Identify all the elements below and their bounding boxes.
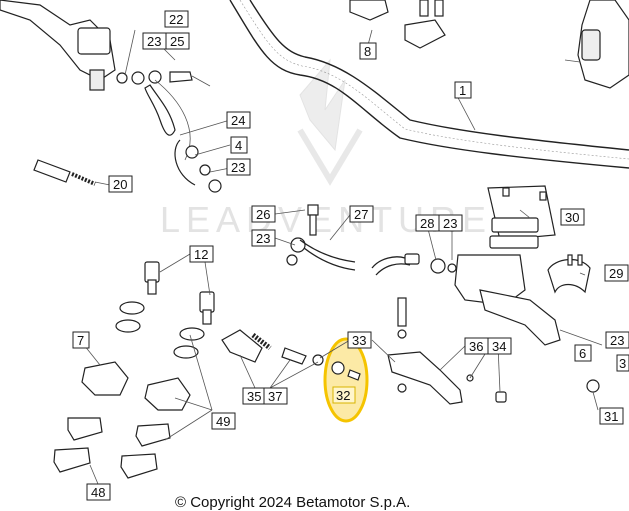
label-24: 24 — [226, 111, 251, 129]
svg-text:12: 12 — [194, 247, 208, 262]
part-labels: 22 23 25 8 1 24 4 23 20 30 26 27 28 23 2… — [72, 10, 629, 501]
svg-text:23: 23 — [256, 231, 270, 246]
svg-text:34: 34 — [492, 339, 506, 354]
copyright-text: © Copyright 2024 Betamotor S.p.A. — [175, 494, 410, 511]
label-28: 28 — [415, 214, 440, 232]
svg-text:23: 23 — [231, 160, 245, 175]
hose-fitting-27 — [286, 204, 420, 276]
label-25: 25 — [165, 32, 190, 50]
svg-text:1: 1 — [459, 83, 466, 98]
clamp-part-29 — [547, 254, 591, 294]
svg-text:27: 27 — [354, 207, 368, 222]
handlebar — [229, 0, 629, 169]
label-7: 7 — [72, 331, 90, 349]
svg-text:8: 8 — [364, 44, 371, 59]
label-37: 37 — [263, 387, 288, 405]
label-34: 34 — [487, 337, 512, 355]
label-23: 23 — [226, 158, 251, 176]
svg-text:28: 28 — [420, 216, 434, 231]
label-48: 48 — [86, 483, 111, 501]
svg-text:33: 33 — [352, 333, 366, 348]
label-22: 22 — [164, 10, 189, 28]
label-3: 3 — [616, 354, 629, 372]
svg-text:23: 23 — [443, 216, 457, 231]
label-29: 29 — [604, 264, 629, 282]
svg-text:26: 26 — [256, 207, 270, 222]
label-35: 35 — [242, 387, 267, 405]
svg-text:30: 30 — [565, 210, 579, 225]
svg-text:35: 35 — [247, 389, 261, 404]
right-switch-housing — [564, 0, 629, 89]
svg-text:24: 24 — [231, 113, 245, 128]
label-49: 49 — [211, 412, 236, 430]
label-23: 23 — [438, 214, 463, 232]
label-30: 30 — [560, 208, 585, 226]
svg-text:7: 7 — [77, 333, 84, 348]
handlebar-risers — [53, 261, 215, 479]
svg-text:20: 20 — [113, 177, 127, 192]
svg-text:48: 48 — [91, 485, 105, 500]
watermark-logo — [297, 58, 363, 186]
label-23: 23 — [142, 32, 167, 50]
clutch-bracket — [221, 329, 324, 366]
svg-text:37: 37 — [268, 389, 282, 404]
label-4: 4 — [230, 136, 248, 154]
label-23: 23 — [251, 229, 276, 247]
label-8: 8 — [359, 42, 377, 60]
label-6: 6 — [574, 344, 592, 362]
label-33: 33 — [347, 331, 372, 349]
svg-text:29: 29 — [609, 266, 623, 281]
label-31: 31 — [599, 407, 624, 425]
clamp-part-8 — [349, 0, 446, 49]
svg-text:31: 31 — [604, 409, 618, 424]
label-20: 20 — [108, 175, 133, 193]
clutch-lever — [387, 297, 507, 405]
bolt-20 — [33, 159, 96, 186]
svg-text:36: 36 — [469, 339, 483, 354]
svg-text:32: 32 — [336, 388, 350, 403]
svg-text:4: 4 — [235, 138, 242, 153]
label-12: 12 — [189, 245, 214, 263]
svg-text:23: 23 — [147, 34, 161, 49]
svg-text:49: 49 — [216, 414, 230, 429]
svg-text:3: 3 — [619, 356, 626, 371]
svg-text:6: 6 — [579, 346, 586, 361]
label-23: 23 — [605, 331, 629, 349]
svg-text:22: 22 — [169, 12, 183, 27]
label-32: 32 — [332, 386, 356, 404]
brake-hose — [174, 139, 222, 193]
label-27: 27 — [349, 205, 374, 223]
svg-text:23: 23 — [610, 333, 624, 348]
label-36: 36 — [464, 337, 489, 355]
label-1: 1 — [454, 81, 472, 99]
left-master-cylinder — [0, 0, 211, 161]
label-26: 26 — [251, 205, 276, 223]
nut-31 — [586, 379, 600, 393]
right-master-cylinder — [430, 185, 561, 346]
svg-text:25: 25 — [170, 34, 184, 49]
